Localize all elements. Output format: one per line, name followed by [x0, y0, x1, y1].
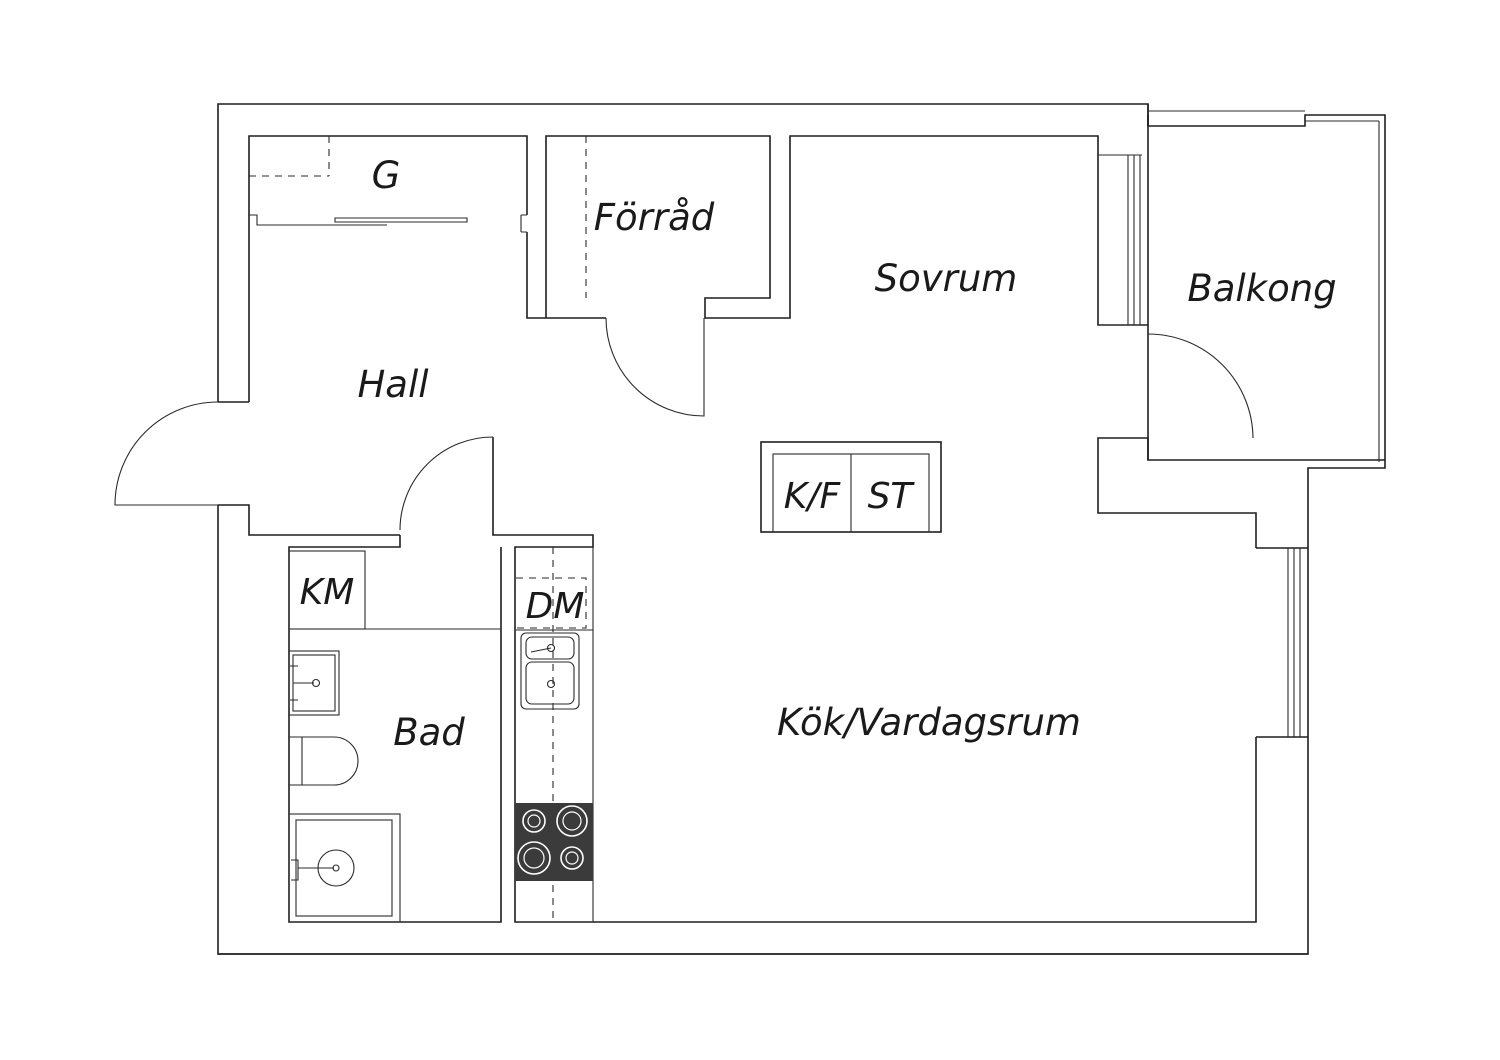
room-label-hall: Hall	[357, 363, 429, 406]
room-label-forrad: Förråd	[594, 196, 715, 239]
room-label-kok-vardagsrum: Kök/Vardagsrum	[777, 701, 1081, 744]
fridge-cabinet-unit	[760, 441, 942, 533]
room-label-bad: Bad	[393, 711, 465, 754]
shower-icon	[288, 813, 401, 923]
washing-machine-label: KM	[300, 572, 355, 613]
room-label-balkong: Balkong	[1187, 267, 1336, 310]
cabinet-label: ST	[868, 476, 916, 517]
door-swing-icon	[114, 317, 1254, 531]
room-label-sovrum: Sovrum	[875, 257, 1018, 300]
washing-machine	[288, 550, 501, 630]
exterior-walls	[217, 103, 1386, 955]
stove-icon	[515, 803, 593, 881]
sink-icon	[288, 650, 340, 716]
window-icon	[1098, 154, 1301, 737]
dishwasher-label: DM	[526, 586, 585, 627]
toilet-icon	[289, 736, 359, 786]
wardrobe	[249, 136, 527, 233]
wardrobe-label: G	[372, 154, 401, 197]
sink-icon	[520, 632, 580, 710]
fridge-freezer-label: K/F	[784, 476, 842, 517]
